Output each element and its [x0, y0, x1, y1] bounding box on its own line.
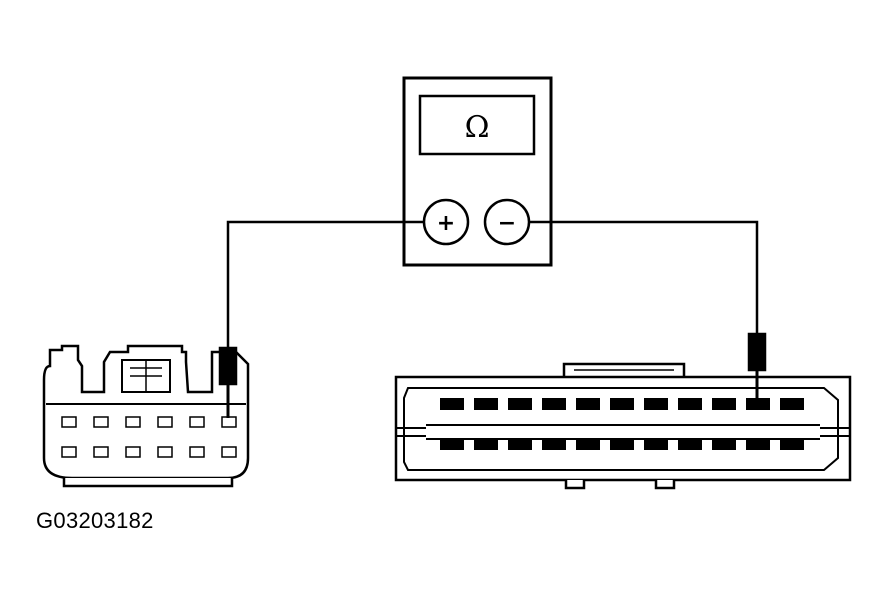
large-connector-key-right — [820, 427, 850, 437]
small-connector — [42, 344, 250, 488]
test-leads — [226, 220, 759, 348]
negative-lead-wire — [529, 220, 759, 334]
negative-probe — [747, 332, 767, 372]
large-connector-upper-pins — [440, 398, 804, 410]
small-connector-lower-pins — [61, 446, 237, 458]
ohm-symbol: Ω — [465, 110, 490, 145]
positive-probe — [218, 346, 238, 386]
small-connector-housing — [42, 344, 250, 480]
large-connector-key-left — [396, 427, 426, 437]
small-connector-upper-pins — [61, 416, 237, 428]
large-connector-housing — [394, 375, 852, 482]
small-connector-latch-detail — [130, 360, 162, 392]
positive-sign: + — [437, 211, 455, 236]
large-connector-inner-outline — [403, 387, 839, 471]
figure-id: G03203182 — [36, 508, 154, 533]
multimeter-display — [418, 94, 536, 156]
large-connector-lower-pins — [440, 438, 804, 450]
negative-sign: − — [498, 211, 516, 236]
small-connector-base-step — [62, 478, 234, 488]
large-connector-bottom-feet — [564, 480, 676, 490]
multimeter: Ω + − — [402, 76, 553, 267]
large-connector — [394, 332, 852, 490]
positive-lead-wire — [226, 220, 424, 348]
